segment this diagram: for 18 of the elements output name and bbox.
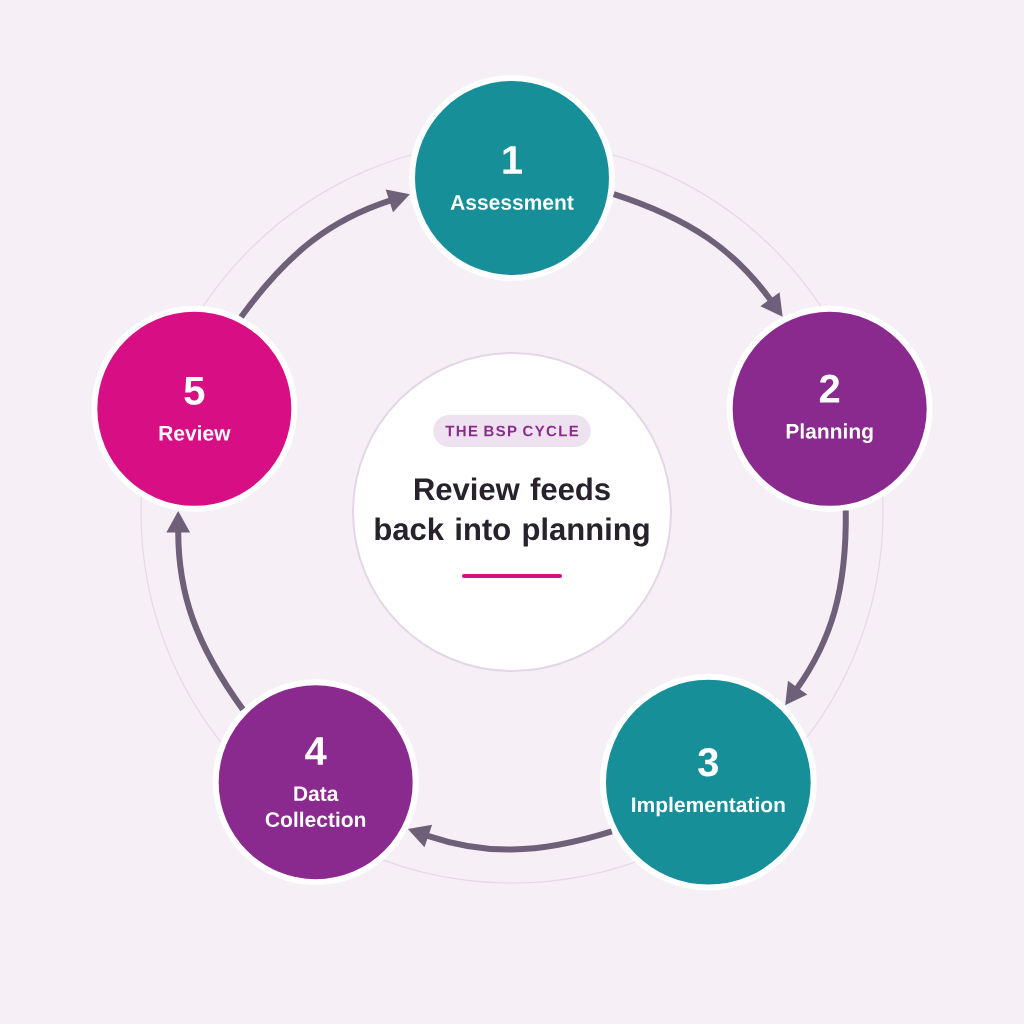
step-circle <box>599 673 817 891</box>
step-number: 2 <box>819 374 840 403</box>
step-number: 4 <box>305 737 327 765</box>
step-label: Data Collection <box>265 786 366 828</box>
step-number: 1 <box>503 146 522 174</box>
step-label: Review <box>159 425 231 441</box>
step-circle <box>212 679 419 886</box>
heading: Review feeds back into planning <box>375 477 649 547</box>
step-number: 3 <box>698 748 718 777</box>
badge: THE BSP CYCLE <box>433 415 591 447</box>
step-number: 5 <box>184 376 205 405</box>
step-circle <box>726 305 933 512</box>
step-circle <box>91 305 298 512</box>
step-label: Implementation <box>632 796 785 817</box>
step-circle <box>409 75 615 281</box>
step-label: Planning <box>786 423 873 443</box>
step-label: Assessment <box>450 195 574 210</box>
center-circle <box>352 352 672 672</box>
